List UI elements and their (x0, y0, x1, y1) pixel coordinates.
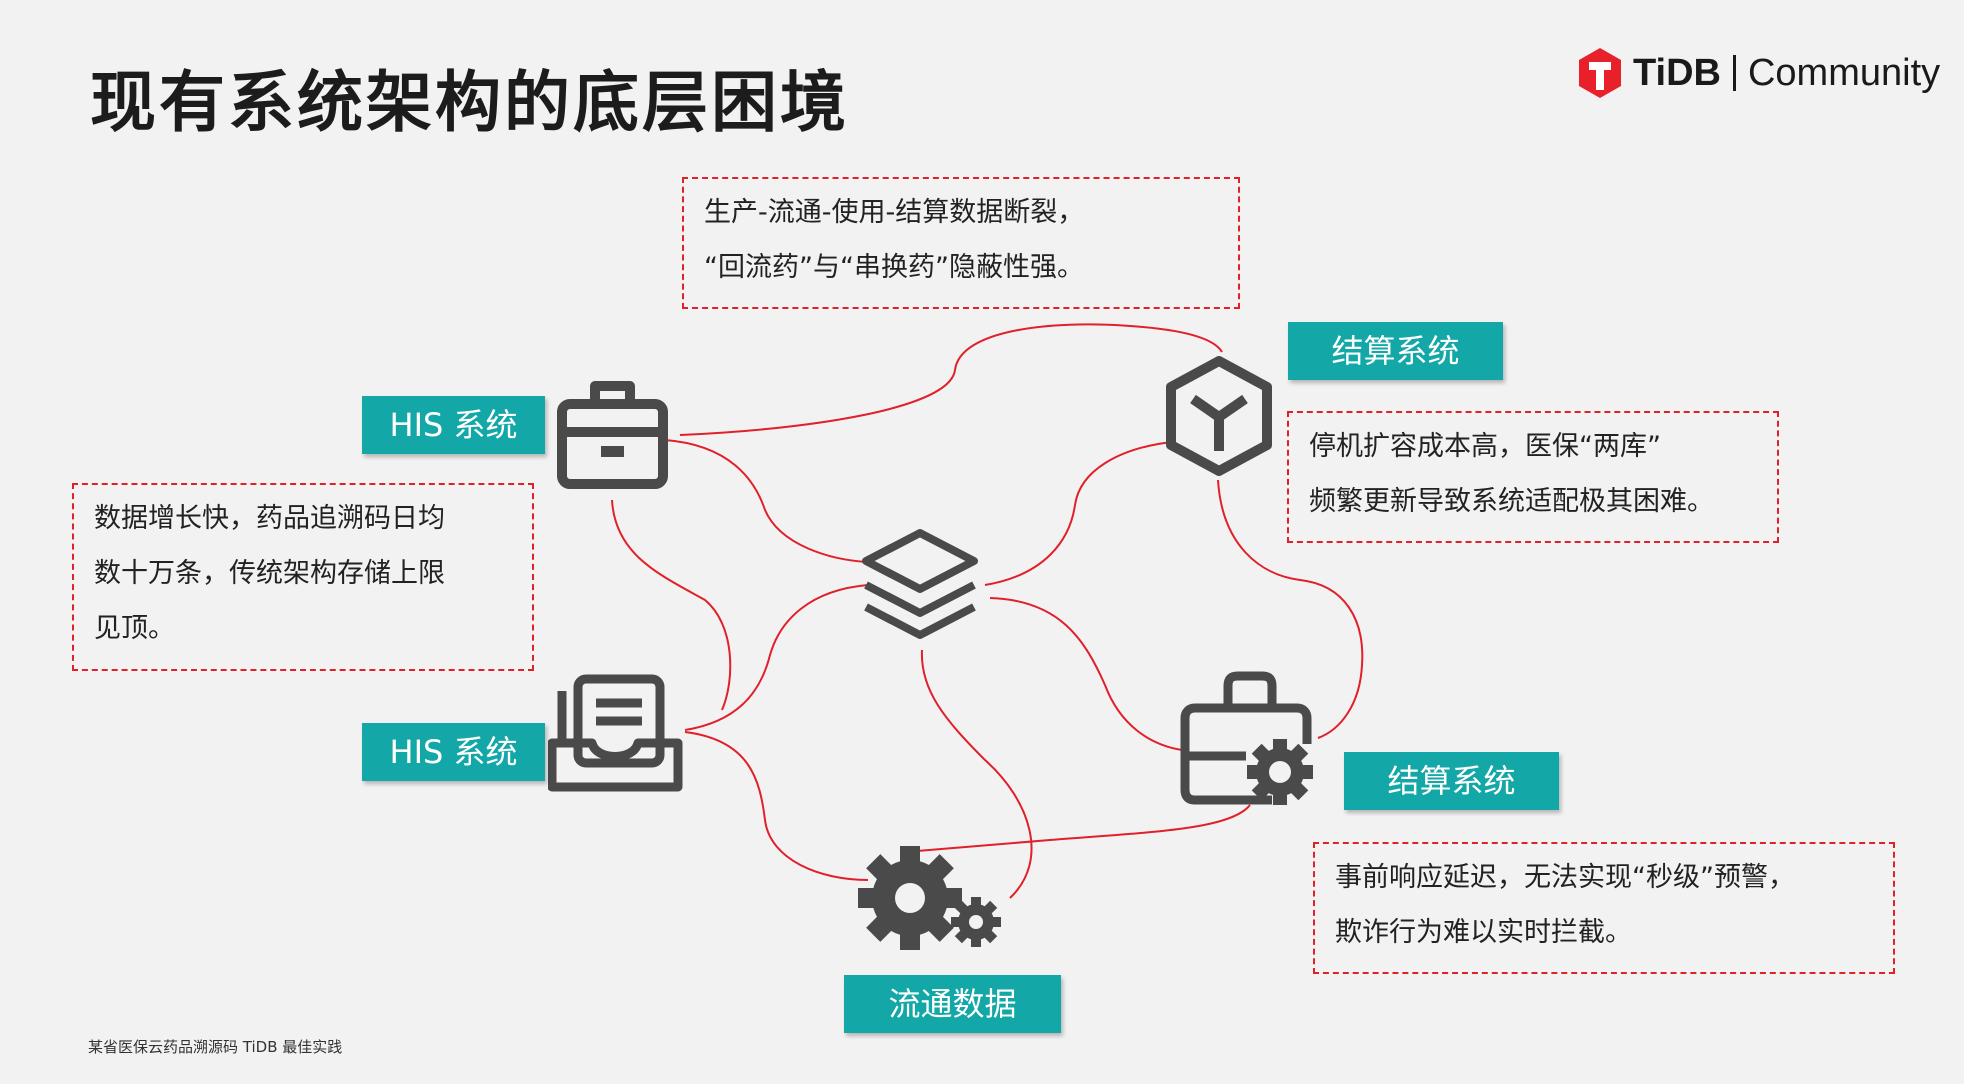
note-line: 生产-流通-使用-结算数据断裂， (704, 197, 1085, 228)
connector-his-top-to-his-bottom (611, 499, 732, 711)
note-realtime-alert: 事前响应延迟，无法实现“秒级”预警， 欺诈行为难以实时拦截。 (1313, 842, 1895, 974)
tag-settlement-system-bottom: 结算系统 (1344, 752, 1559, 810)
connector-his-bottom-to-circulation (684, 731, 869, 881)
connector-settle-top-to-settle-bottom (1217, 479, 1364, 739)
note-line: 停机扩容成本高，医保“两库” (1309, 431, 1661, 462)
layers-icon (862, 529, 978, 639)
gears-icon (858, 846, 1001, 950)
logo-divider (1732, 55, 1736, 91)
note-line: 欺诈行为难以实时拦截。 (1335, 917, 1632, 948)
note-data-fragmentation: 生产-流通-使用-结算数据断裂， “回流药”与“串换药”隐蔽性强。 (682, 177, 1240, 309)
connector-hub-to-his-bottom (684, 584, 869, 731)
note-storage-limit: 数据增长快，药品追溯码日均 数十万条，传统架构存储上限 见顶。 (72, 483, 534, 671)
connector-his-top-to-hub (664, 439, 869, 563)
briefcase-gear-icon (1180, 671, 1313, 805)
connector-hub-to-circulation (920, 649, 1033, 899)
note-line: “回流药”与“串换药”隐蔽性强。 (704, 252, 1084, 283)
footer-caption: 某省医保云药品溯源码 TiDB 最佳实践 (88, 1038, 343, 1056)
toolbox-icon (557, 381, 668, 489)
tag-circulation-data: 流通数据 (844, 975, 1061, 1033)
note-line: 见顶。 (94, 613, 175, 644)
tag-settlement-system-top: 结算系统 (1288, 322, 1503, 380)
connector-his-top-to-settle-top (679, 323, 1223, 436)
tidb-community-logo: TiDB Community (1577, 46, 1940, 100)
note-line: 数十万条，传统架构存储上限 (94, 558, 445, 589)
connector-hub-to-settle-bottom (989, 597, 1183, 751)
document-tray-icon (548, 674, 683, 792)
connector-settle-bottom-to-circulation (904, 804, 1251, 853)
note-line: 频繁更新导致系统适配极其困难。 (1309, 486, 1714, 517)
logo-community: Community (1747, 51, 1941, 94)
connector-hub-to-settle-top (984, 441, 1173, 586)
page-title: 现有系统架构的底层困境 (90, 64, 849, 141)
note-scaling-cost: 停机扩容成本高，医保“两库” 频繁更新导致系统适配极其困难。 (1287, 411, 1779, 543)
tidb-logo-icon (1579, 48, 1621, 98)
logo-brand: TiDB (1633, 51, 1721, 94)
tag-his-system-bottom: HIS 系统 (362, 723, 545, 781)
tag-his-system-top: HIS 系统 (362, 396, 545, 454)
note-line: 事前响应延迟，无法实现“秒级”预警， (1335, 862, 1795, 893)
note-line: 数据增长快，药品追溯码日均 (94, 503, 445, 534)
cube-icon (1166, 356, 1272, 476)
